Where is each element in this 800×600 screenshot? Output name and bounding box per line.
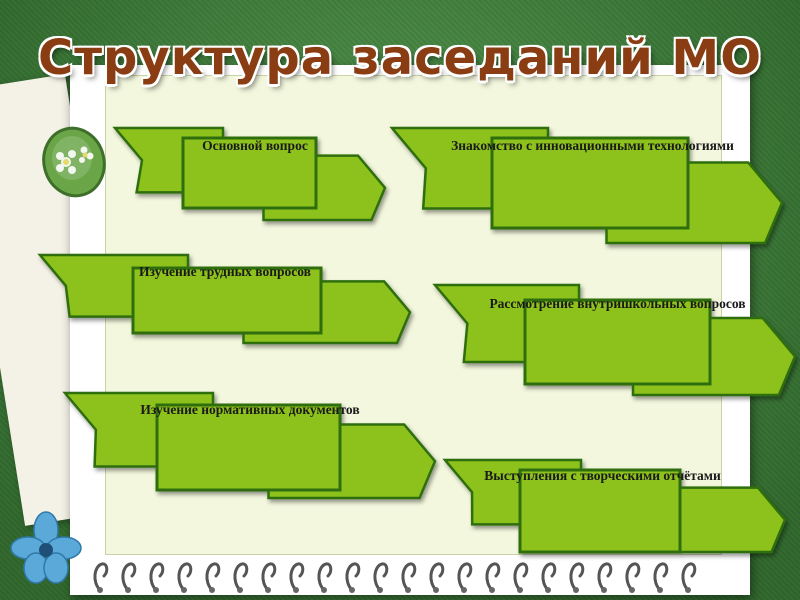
binding-hole: [125, 587, 131, 593]
binding-ring: [261, 562, 277, 592]
ribbon-difficult-questions: [37, 253, 412, 345]
binding-ring: [345, 562, 361, 592]
binding-ring: [401, 562, 417, 592]
binding-hole: [181, 587, 187, 593]
ribbon-creative-reports: [442, 458, 787, 554]
binding-hole: [657, 587, 663, 593]
ribbon-intraschool-questions: [432, 283, 797, 397]
ribbon-label-innovative-tech: Знакомство с инновационными технологиями: [451, 138, 734, 153]
binding-ring: [457, 562, 473, 592]
ribbon-label-intraschool-questions: Рассмотрение внутришкольных вопросов: [489, 296, 746, 311]
binding-ring: [93, 562, 109, 592]
daisy-pendant-icon: [42, 126, 106, 198]
binding-ring: [429, 562, 445, 592]
binding-hole: [153, 587, 159, 593]
binding-hole: [265, 587, 271, 593]
binding-ring: [541, 562, 557, 592]
binding-ring: [569, 562, 585, 592]
binding-ring: [317, 562, 333, 592]
binding-hole: [293, 587, 299, 593]
ribbon-label-difficult-questions: Изучение трудных вопросов: [139, 264, 311, 279]
spiral-binding-icon: [93, 562, 697, 593]
binding-hole: [685, 587, 691, 593]
binding-ring: [485, 562, 501, 592]
binding-ring: [625, 562, 641, 592]
binding-ring: [233, 562, 249, 592]
binding-ring: [373, 562, 389, 592]
binding-hole: [433, 587, 439, 593]
binding-hole: [405, 587, 411, 593]
binding-hole: [209, 587, 215, 593]
binding-hole: [573, 587, 579, 593]
binding-ring: [597, 562, 613, 592]
binding-ring: [177, 562, 193, 592]
ribbon-label-main-question: Основной вопрос: [202, 138, 308, 153]
binding-ring: [653, 562, 669, 592]
ribbon-normative-docs: [62, 391, 437, 500]
binding-hole: [629, 587, 635, 593]
slide-title: Структура заседаний МО: [38, 30, 762, 86]
binding-ring: [205, 562, 221, 592]
binding-hole: [377, 587, 383, 593]
binding-hole: [545, 587, 551, 593]
blue-flower-icon: [10, 511, 82, 584]
ribbon-label-normative-docs: Изучение нормативных документов: [140, 402, 360, 417]
binding-hole: [601, 587, 607, 593]
binding-hole: [349, 587, 355, 593]
binding-ring: [121, 562, 137, 592]
ribbon-label-creative-reports: Выступления с творческими отчётами: [484, 468, 721, 483]
binding-hole: [237, 587, 243, 593]
ribbon-innovative-tech: [389, 126, 784, 245]
binding-hole: [517, 587, 523, 593]
ribbon-main-question: [112, 126, 387, 222]
binding-hole: [461, 587, 467, 593]
binding-ring: [681, 562, 697, 592]
binding-hole: [489, 587, 495, 593]
binding-ring: [513, 562, 529, 592]
binding-ring: [289, 562, 305, 592]
binding-ring: [149, 562, 165, 592]
binding-hole: [321, 587, 327, 593]
binding-hole: [97, 587, 103, 593]
